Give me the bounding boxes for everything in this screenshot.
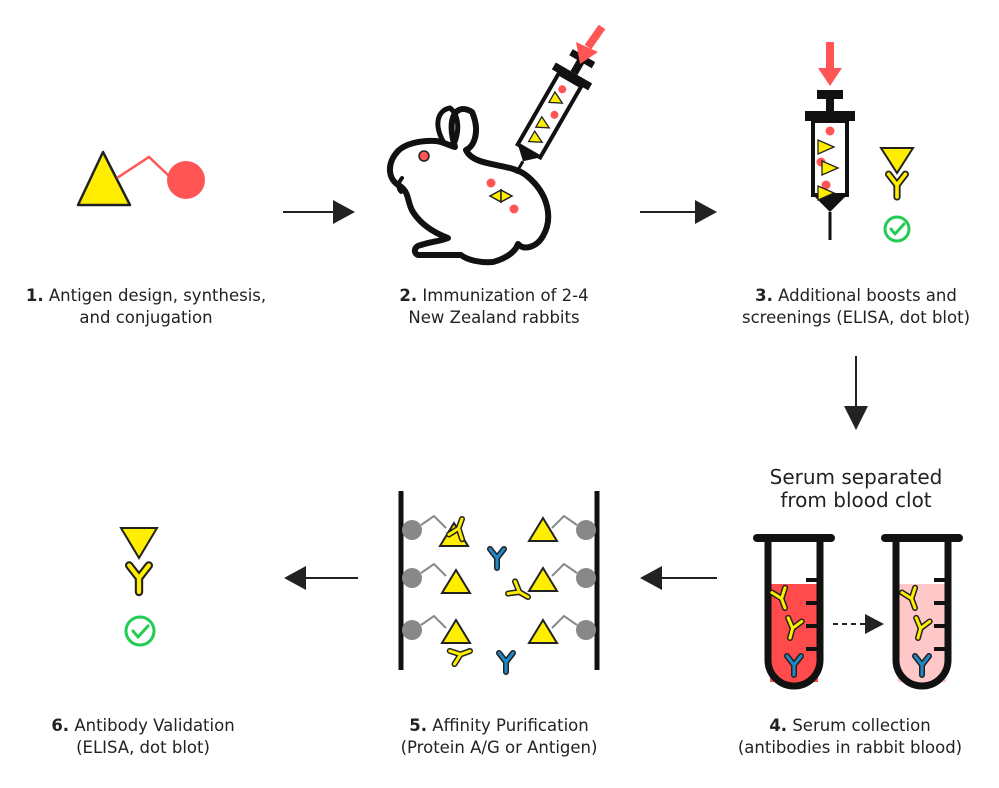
step-3-line2: screenings (ELISA, dot blot) [741, 308, 971, 327]
check-circle-icon [124, 615, 156, 647]
serum-note-line2: from blood clot [780, 488, 932, 512]
boost-arrow [818, 42, 842, 86]
flow-arrow-1-2 [283, 200, 355, 224]
step-6-line1: Antibody Validation [74, 716, 235, 735]
affinity-column-icon [398, 491, 600, 672]
step-4-line2: (antibodies in rabbit blood) [737, 738, 963, 757]
step-3-number: 3. [755, 286, 773, 305]
step-2-caption: 2. Immunization of 2-4 New Zealand rabbi… [344, 285, 644, 329]
serum-note-line1: Serum separated [769, 465, 943, 489]
step-6-caption: 6. Antibody Validation (ELISA, dot blot) [0, 715, 293, 759]
flow-arrow-4-5 [640, 566, 717, 590]
step-3-caption: 3. Additional boosts and screenings (ELI… [706, 285, 999, 329]
antigen-conjugate-icon [76, 150, 205, 207]
step-2-line1: Immunization of 2-4 [422, 286, 589, 305]
step-4-caption: 4. Serum collection (antibodies in rabbi… [700, 715, 999, 759]
step-4-line1: Serum collection [792, 716, 931, 735]
test-tube-icon [881, 534, 963, 690]
flow-arrow-5-6 [284, 566, 358, 590]
step-3-line1: Additional boosts and [778, 286, 957, 305]
step-1-line2: and conjugation [79, 308, 213, 327]
serum-note: Serum separated from blood clot [746, 466, 966, 512]
step-4-number: 4. [769, 716, 788, 735]
step-1-caption: 1. Antigen design, synthesis, and conjug… [0, 285, 296, 329]
check-circle-icon [883, 215, 911, 243]
step-5-number: 5. [409, 716, 428, 735]
test-tube-icon [753, 534, 835, 690]
syringe-icon [514, 49, 596, 175]
antibody-icon [119, 527, 159, 592]
antibody-icon [879, 147, 915, 197]
step-6-line2: (ELISA, dot blot) [76, 738, 210, 757]
flow-arrow-3-4 [844, 356, 868, 430]
step-2-line2: New Zealand rabbits [408, 308, 580, 327]
separation-arrow [833, 614, 884, 634]
step-5-line1: Affinity Purification [432, 716, 589, 735]
syringe-icon [805, 90, 855, 240]
injection-arrow [576, 24, 606, 64]
step-5-caption: 5. Affinity Purification (Protein A/G or… [349, 715, 649, 759]
step-2-number: 2. [399, 286, 418, 305]
flow-arrow-2-3 [640, 200, 717, 224]
step-1-line1: Antigen design, synthesis, [48, 286, 267, 305]
step-6-number: 6. [51, 716, 70, 735]
rabbit-icon [387, 105, 552, 266]
step-5-line2: (Protein A/G or Antigen) [400, 738, 598, 757]
step-1-number: 1. [25, 286, 44, 305]
